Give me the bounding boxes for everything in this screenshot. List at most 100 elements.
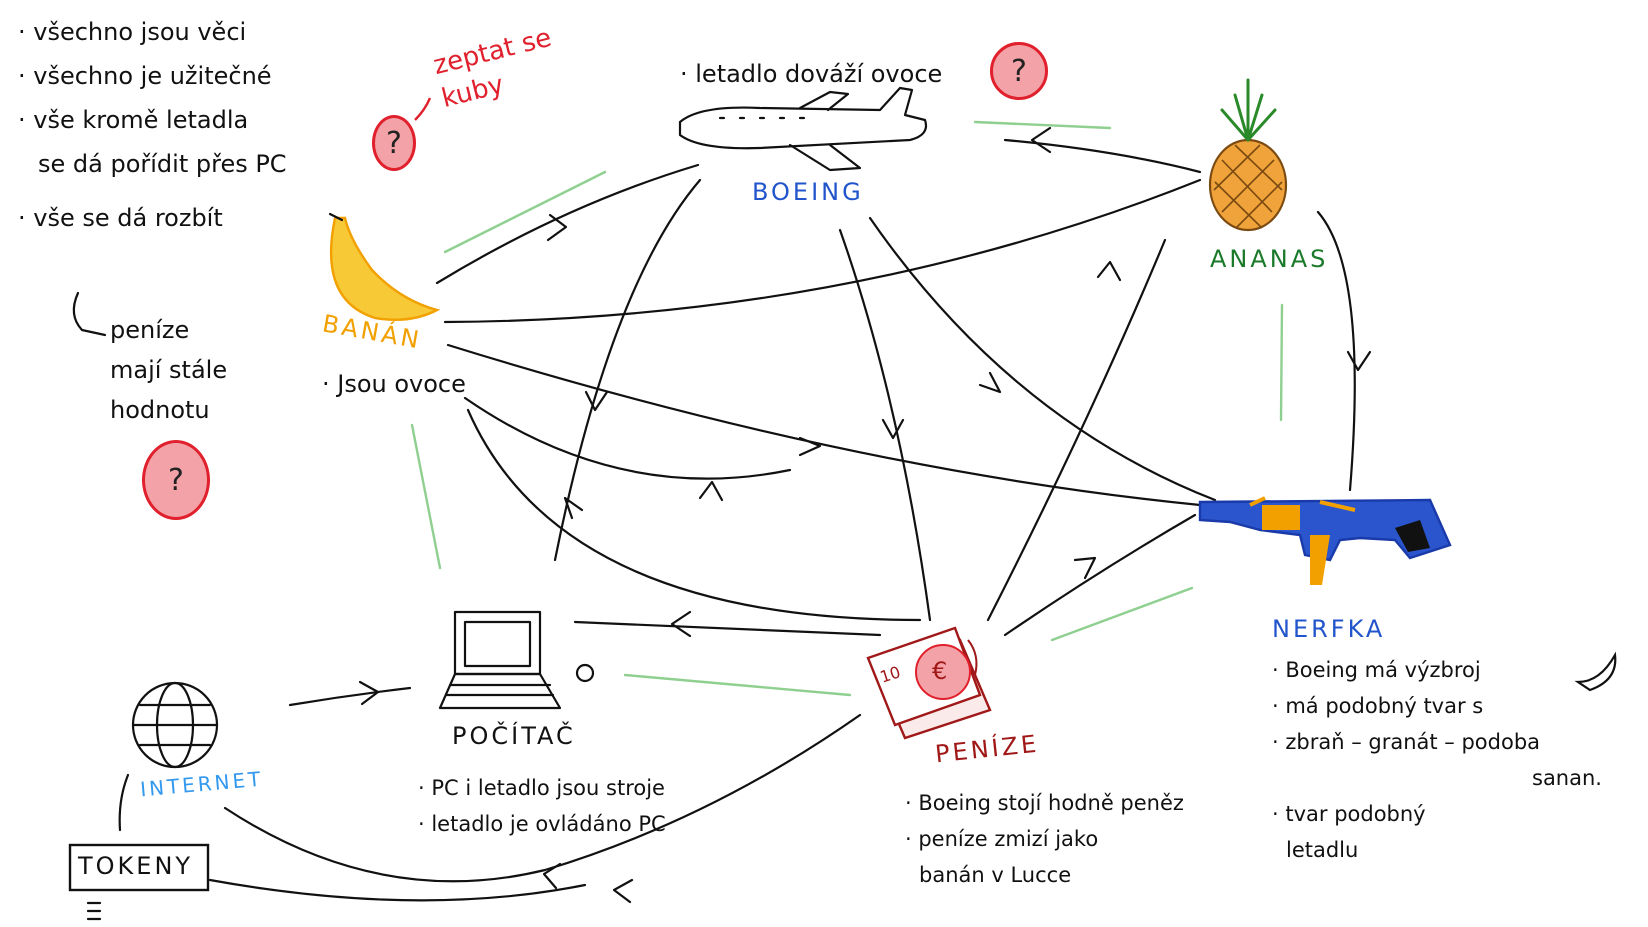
arrowheads <box>358 126 1372 904</box>
laptop-keys <box>445 683 555 697</box>
banana-stem <box>328 212 344 222</box>
laptop-icon <box>438 610 595 710</box>
edge-boeing-penize <box>838 228 932 622</box>
pocitac-notes: · PC i letadlo jsou stroje · letadlo je … <box>418 770 666 842</box>
pineapple-pattern <box>1213 144 1283 229</box>
arrowhead <box>698 480 724 502</box>
nerfka-notes: · Boeing má výzbroj · má podobný tvar s … <box>1272 652 1602 868</box>
arrowhead <box>546 213 568 242</box>
mouse-icon <box>575 663 595 683</box>
relation-line-banan-boeing <box>443 170 607 254</box>
arrowhead <box>1073 556 1097 580</box>
nerf-gun-accent <box>1262 505 1300 530</box>
edge-penize-nerfka <box>1003 513 1197 637</box>
pocitac-note-line: · PC i letadlo jsou stroje <box>418 776 665 800</box>
note-line: se dá pořídit přes PC <box>38 150 287 178</box>
nerf-gun-trigger <box>1395 520 1430 552</box>
edge-banan-ananas <box>443 178 1202 324</box>
note-line: · vše kromě letadla <box>18 106 249 134</box>
nerf-gun-stripes <box>1249 496 1356 512</box>
arrowhead <box>1096 260 1122 282</box>
nerfka-label: NERFKA <box>1272 615 1386 643</box>
edge-penize-internet <box>223 713 862 883</box>
question-mark-badge: ? <box>372 115 416 171</box>
edge-internet-tokeny <box>118 773 130 832</box>
money-note-line: peníze <box>110 316 190 344</box>
nerf-gun-grip <box>1310 535 1330 585</box>
edges <box>118 138 1356 902</box>
tokeny-frame <box>68 843 210 892</box>
euro-icon: € <box>932 657 948 685</box>
pocitac-note-line: · letadlo je ovládáno PC <box>418 812 666 836</box>
boeing-note: · letadlo dováží ovoce <box>680 60 943 88</box>
edge-banan-nerfka <box>446 343 1202 507</box>
banan-note: · Jsou ovoce <box>322 370 466 398</box>
boeing-label: BOEING <box>752 178 864 206</box>
arrowhead <box>978 371 1002 394</box>
edge-internet-pocitac <box>288 686 412 707</box>
edge-tokeny <box>208 878 587 902</box>
small-banana-body <box>1574 651 1617 692</box>
relation-line-boeing-ananas <box>973 120 1112 130</box>
relation-line-penize-nerfka <box>1050 586 1194 642</box>
edge-banan-boeing <box>435 163 700 285</box>
relation-lines <box>410 120 1284 697</box>
nerfka-note-line: · zbraň – granát – podoba <box>1272 730 1541 754</box>
relation-line-ananas-nerfka <box>1279 303 1284 422</box>
nerf-gun-icon <box>1198 496 1452 585</box>
nerfka-note-line: · tvar podobný <box>1272 802 1426 826</box>
arrowhead <box>584 390 609 412</box>
pineapple-leaves <box>1220 78 1277 142</box>
edge-boeing-nerfka <box>868 216 1217 502</box>
penize-note-line: banán v Lucce <box>919 863 1072 887</box>
arrowhead <box>612 878 634 904</box>
money-bill-leaf <box>967 639 978 676</box>
arrowhead <box>1030 126 1052 154</box>
question-mark-badge: ? <box>142 440 210 520</box>
arrowhead <box>542 862 562 890</box>
relation-line-pocitac-penize <box>623 673 852 697</box>
globe-icon <box>131 681 219 769</box>
relation-line-banan-pocitac <box>410 423 442 570</box>
arrowhead <box>358 680 380 706</box>
laptop-screen <box>463 620 532 668</box>
edge-ananas-boeing <box>1003 138 1202 174</box>
note-line: · všechno jsou věci <box>18 18 247 46</box>
nerfka-note-line: · má podobný tvar s <box>1272 694 1484 718</box>
edge-penize-pocitac <box>573 620 882 637</box>
tokeny-box <box>68 843 210 921</box>
ananas-label: ANANAS <box>1210 245 1329 273</box>
edge-ananas-nerfka <box>1316 210 1356 492</box>
edge-banan-penize <box>463 396 792 480</box>
penize-note-line: · peníze zmizí jako <box>905 827 1099 851</box>
banana-body <box>329 216 441 321</box>
pocitac-label: POČÍTAČ <box>452 722 576 750</box>
airplane-body <box>678 86 928 150</box>
penize-notes: · Boeing stojí hodně peněz · peníze zmiz… <box>905 785 1184 893</box>
small-banana-icon <box>1574 651 1617 692</box>
notes-top-left: · všechno jsou věci · všechno je užitečn… <box>18 10 287 240</box>
nerfka-note-line: · Boeing má výzbroj <box>1272 658 1481 682</box>
money-note: peníze mají stále hodnotu <box>110 310 227 430</box>
tokeny-label: TOKENY <box>78 852 194 880</box>
money-note-line: hodnotu <box>110 396 210 424</box>
airplane-icon <box>678 86 928 172</box>
laptop-keyboard <box>438 672 562 710</box>
edge-banan-pocitac <box>466 408 922 622</box>
tokeny-mark <box>86 901 102 921</box>
money-currency-badge <box>915 644 971 700</box>
nerfka-note-line: letadlu <box>1286 838 1359 862</box>
airplane-wing-upper <box>798 90 850 112</box>
arrowhead <box>563 496 584 520</box>
arrowhead <box>798 436 822 457</box>
edge-penize-ananas <box>986 238 1167 622</box>
nerfka-note-line: sanan. <box>1532 766 1602 790</box>
money-note-bracket <box>72 291 107 337</box>
airplane-wing <box>788 143 862 172</box>
question-mark-badge: ? <box>990 42 1048 100</box>
penize-note-line: · Boeing stojí hodně peněz <box>905 791 1184 815</box>
arrowhead <box>1346 350 1372 372</box>
question-connector <box>414 97 432 121</box>
